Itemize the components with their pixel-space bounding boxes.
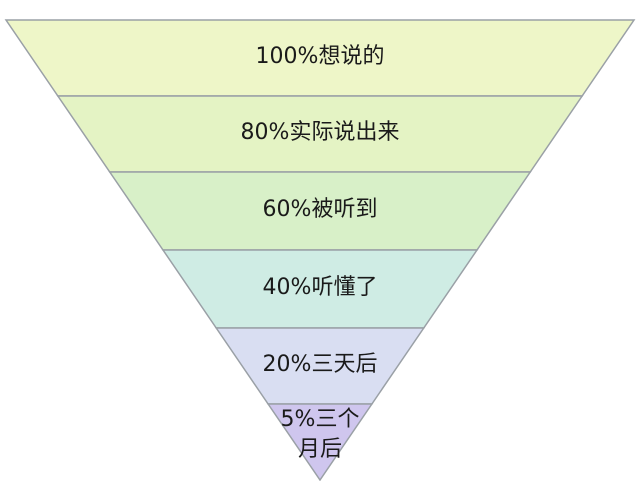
funnel-layer-label-5: 20%三天后 <box>262 352 378 377</box>
funnel-layer-label-3: 60%被听到 <box>262 197 378 222</box>
funnel-layer-label-1: 100%想说的 <box>255 44 385 69</box>
funnel-layer-label-2: 80%实际说出来 <box>240 120 400 145</box>
funnel-layer-label-4: 40%听懂了 <box>262 275 378 300</box>
funnel-layer-label-6: 5%三个 月后 <box>280 407 360 462</box>
funnel-layer-6 <box>266 403 374 482</box>
